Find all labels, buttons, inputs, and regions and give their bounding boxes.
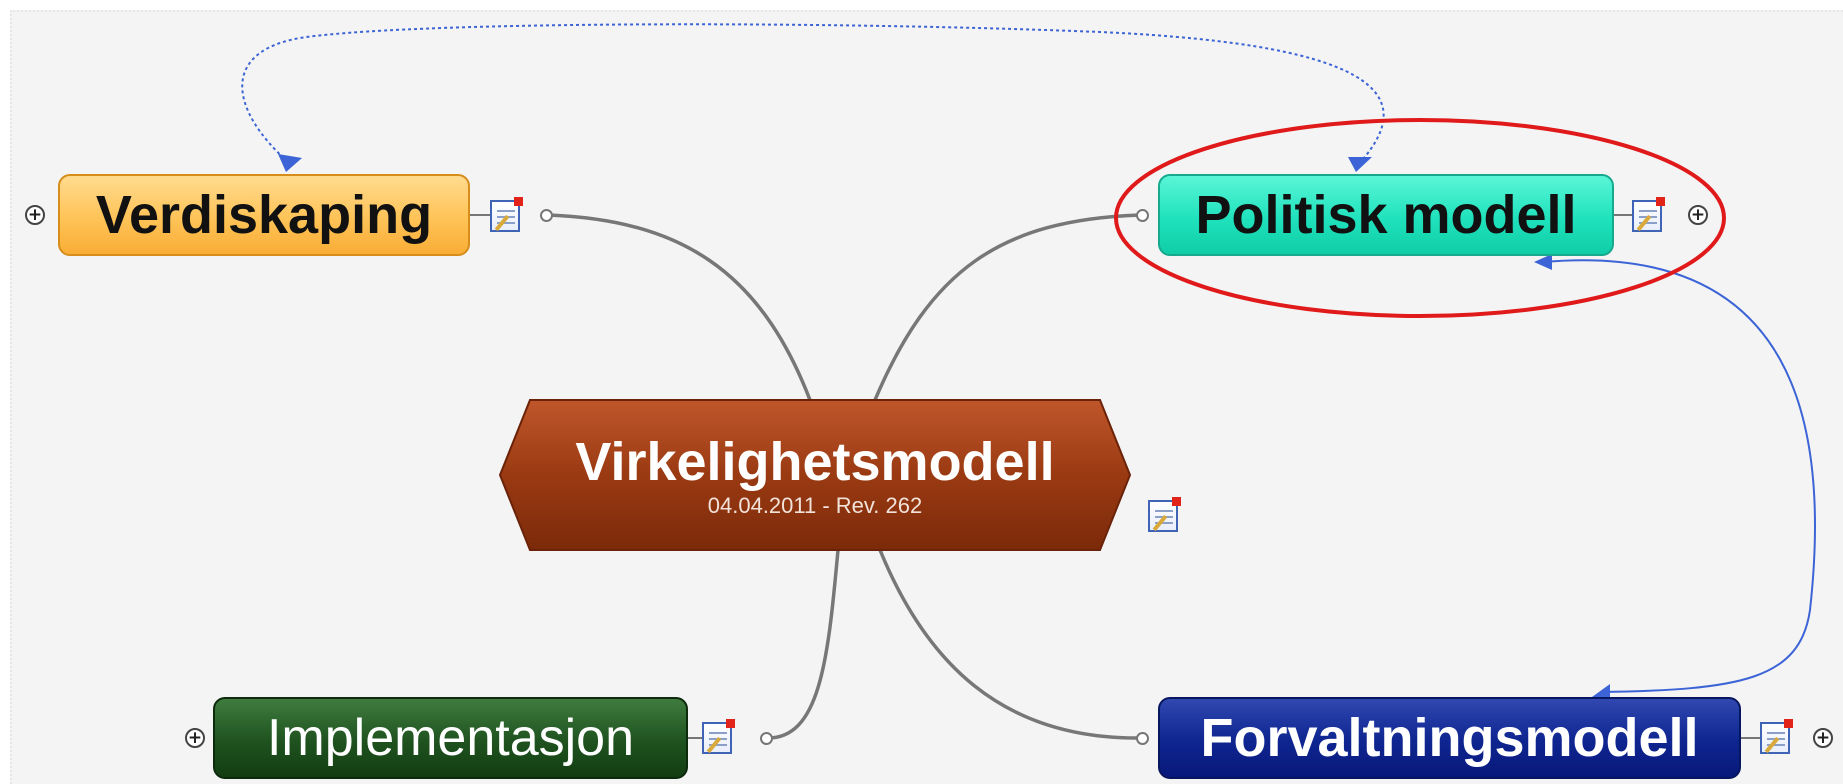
central-topic-subtitle: 04.04.2011 - Rev. 262 (707, 493, 923, 518)
note-icon[interactable] (1148, 497, 1181, 532)
topic-label: Politisk modell (1195, 185, 1577, 245)
note-icon[interactable] (490, 197, 523, 232)
arrowhead-forvaltningsmodell (1592, 684, 1610, 700)
expand-plus-icon[interactable]: + (1688, 205, 1708, 225)
central-topic[interactable]: Virkelighetsmodell 04.04.2011 - Rev. 262 (500, 400, 1130, 550)
note-icon[interactable] (1632, 197, 1665, 232)
topic-label: Verdiskaping (95, 185, 433, 245)
connector-circle[interactable] (540, 209, 553, 222)
expand-plus-icon[interactable]: + (1813, 728, 1833, 748)
branch-line-politisk-modell (873, 213, 1141, 401)
arrowhead-politisk-dotted (1348, 157, 1372, 172)
arrowhead-verdiskaping (278, 154, 302, 172)
topic-politisk-modell[interactable]: Politisk modell (1158, 174, 1614, 256)
topic-forvaltningsmodell[interactable]: Forvaltningsmodell (1158, 697, 1741, 779)
note-flag-icon (726, 719, 735, 728)
expand-plus-icon[interactable]: + (25, 205, 45, 225)
highlight-ellipse (1114, 118, 1726, 318)
note-flag-icon (1784, 719, 1793, 728)
topic-label: Forvaltningsmodell (1200, 708, 1699, 768)
connector-circle[interactable] (760, 732, 773, 745)
relationship-arrow-politisk-forvaltning (1543, 259, 1817, 693)
connector-circle[interactable] (1136, 209, 1149, 222)
branch-line-implementasjon (765, 549, 840, 740)
expand-plus-icon[interactable]: + (185, 728, 205, 748)
arrowhead-politisk (1534, 254, 1552, 270)
central-topic-title: Virkelighetsmodell (575, 432, 1055, 492)
connector-circle[interactable] (1136, 732, 1149, 745)
note-flag-icon (1172, 497, 1181, 506)
note-icon[interactable] (1760, 719, 1793, 754)
note-icon[interactable] (702, 719, 735, 754)
branch-line-verdiskaping (547, 213, 812, 401)
branch-line-forvaltningsmodell (878, 549, 1143, 740)
note-flag-icon (514, 197, 523, 206)
topic-label: Implementasjon (266, 709, 635, 767)
topic-implementasjon[interactable]: Implementasjon (213, 697, 688, 779)
topic-verdiskaping[interactable]: Verdiskaping (58, 174, 470, 256)
mind-map-canvas (10, 10, 1843, 784)
central-topic-shape[interactable] (498, 399, 1132, 551)
note-flag-icon (1656, 197, 1665, 206)
